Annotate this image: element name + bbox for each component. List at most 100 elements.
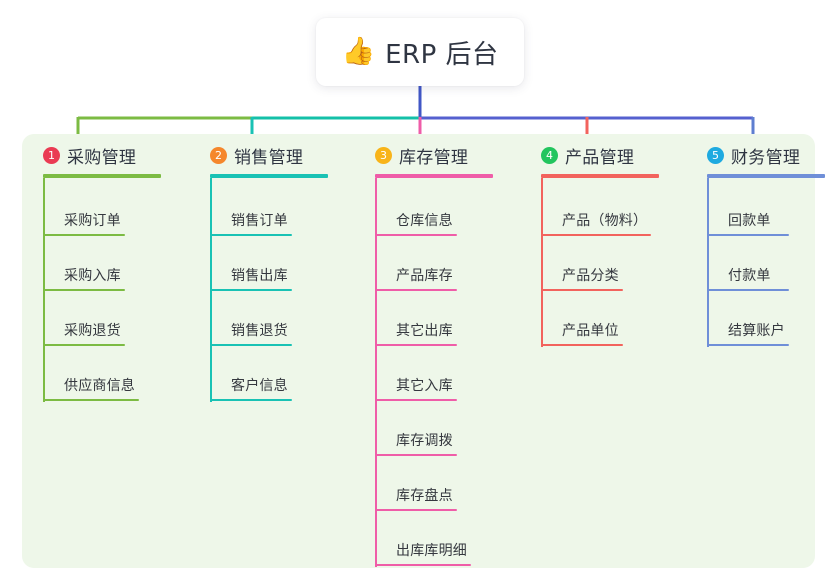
column-items-1: 采购订单采购入库采购退货供应商信息 (30, 178, 180, 404)
list-item-rule (43, 399, 139, 401)
thumbs-up-icon: 👍 (341, 35, 376, 67)
list-item-label: 采购订单 (64, 213, 121, 229)
column-items-2: 销售订单销售出库销售退货客户信息 (197, 178, 347, 404)
list-item-rule (43, 289, 125, 291)
list-item-label: 其它出库 (396, 323, 453, 339)
list-item-rule (210, 234, 292, 236)
list-item-label: 结算账户 (728, 323, 785, 339)
column-4: 4 产品管理产品（物料） 产品分类产品单位 (528, 140, 683, 349)
list-item[interactable]: 仓库信息 (362, 184, 512, 239)
list-item-rule (210, 399, 292, 401)
column-header-2[interactable]: 2 销售管理 (197, 140, 347, 170)
list-item[interactable]: 出库库明细 (362, 514, 512, 569)
list-item-rule (375, 344, 457, 346)
column-badge-2: 2 (210, 146, 227, 164)
list-item-rule (707, 344, 789, 346)
list-item-rule (43, 344, 125, 346)
list-item[interactable]: 结算账户 (694, 294, 839, 349)
list-item-label: 库存调拨 (396, 433, 453, 449)
list-item[interactable]: 销售订单 (197, 184, 347, 239)
list-item[interactable]: 产品单位 (528, 294, 683, 349)
list-item-label: 产品分类 (562, 268, 619, 284)
list-item-label: 付款单 (728, 268, 771, 284)
column-badge-5: 5 (707, 146, 724, 164)
list-item[interactable]: 其它出库 (362, 294, 512, 349)
column-title-4: 产品管理 (565, 147, 635, 168)
column-items-5: 回款单付款单结算账户 (694, 178, 839, 349)
column-5: 5 财务管理回款单付款单结算账户 (694, 140, 839, 349)
list-item-rule (210, 344, 292, 346)
column-header-rule-1 (43, 174, 161, 178)
column-spine-1 (43, 178, 45, 402)
list-item[interactable]: 其它入库 (362, 349, 512, 404)
list-item-label: 供应商信息 (64, 378, 135, 394)
column-header-3[interactable]: 3 库存管理 (362, 140, 512, 170)
column-header-rule-2 (210, 174, 328, 178)
list-item[interactable]: 付款单 (694, 239, 839, 294)
list-item[interactable]: 回款单 (694, 184, 839, 239)
list-item-label: 采购入库 (64, 268, 121, 284)
list-item[interactable]: 库存盘点 (362, 459, 512, 514)
list-item[interactable]: 采购订单 (30, 184, 180, 239)
list-item-rule (541, 289, 623, 291)
column-header-rule-4 (541, 174, 659, 178)
list-item-rule (375, 564, 471, 566)
list-item-rule (375, 399, 457, 401)
list-item-label: 产品单位 (562, 323, 619, 339)
list-item-rule (375, 234, 457, 236)
column-badge-3: 3 (375, 146, 392, 164)
list-item-label: 其它入库 (396, 378, 453, 394)
column-3: 3 库存管理仓库信息产品库存其它出库其它入库库存调拨库存盘点出库库明细 (362, 140, 512, 569)
list-item[interactable]: 客户信息 (197, 349, 347, 404)
list-item[interactable]: 采购入库 (30, 239, 180, 294)
column-badge-1: 1 (43, 146, 60, 164)
list-item-label: 销售退货 (231, 323, 288, 339)
list-item-label: 产品（物料） (562, 213, 648, 229)
column-header-5[interactable]: 5 财务管理 (694, 140, 839, 170)
column-header-rule-3 (375, 174, 493, 178)
list-item-rule (707, 234, 789, 236)
column-items-4: 产品（物料） 产品分类产品单位 (528, 178, 683, 349)
column-header-4[interactable]: 4 产品管理 (528, 140, 683, 170)
column-spine-3 (375, 178, 377, 567)
list-item-rule (541, 344, 623, 346)
list-item-label: 客户信息 (231, 378, 288, 394)
list-item[interactable]: 销售出库 (197, 239, 347, 294)
list-item-rule (375, 509, 457, 511)
column-spine-2 (210, 178, 212, 402)
list-item-rule (375, 454, 457, 456)
list-item-rule (375, 289, 457, 291)
content-panel (22, 134, 815, 568)
column-badge-4: 4 (541, 146, 558, 164)
list-item[interactable]: 供应商信息 (30, 349, 180, 404)
list-item-rule (210, 289, 292, 291)
list-item-rule (43, 234, 125, 236)
column-spine-4 (541, 178, 543, 347)
list-item[interactable]: 产品分类 (528, 239, 683, 294)
column-title-2: 销售管理 (234, 147, 304, 168)
list-item-label: 产品库存 (396, 268, 453, 284)
list-item-label: 回款单 (728, 213, 771, 229)
column-items-3: 仓库信息产品库存其它出库其它入库库存调拨库存盘点出库库明细 (362, 178, 512, 569)
list-item[interactable]: 产品库存 (362, 239, 512, 294)
list-item[interactable]: 产品（物料） (528, 184, 683, 239)
list-item[interactable]: 采购退货 (30, 294, 180, 349)
column-title-3: 库存管理 (399, 147, 469, 168)
root-node[interactable]: 👍 ERP 后台 (316, 18, 524, 86)
list-item[interactable]: 库存调拨 (362, 404, 512, 459)
list-item-label: 库存盘点 (396, 488, 453, 504)
list-item-rule (541, 234, 651, 236)
list-item-label: 销售出库 (231, 268, 288, 284)
column-title-1: 采购管理 (67, 147, 137, 168)
column-title-5: 财务管理 (731, 147, 801, 168)
list-item-label: 销售订单 (231, 213, 288, 229)
column-header-1[interactable]: 1 采购管理 (30, 140, 180, 170)
column-2: 2 销售管理销售订单销售出库销售退货客户信息 (197, 140, 347, 404)
list-item[interactable]: 销售退货 (197, 294, 347, 349)
column-spine-5 (707, 178, 709, 347)
list-item-label: 出库库明细 (396, 543, 467, 559)
column-1: 1 采购管理采购订单采购入库采购退货供应商信息 (30, 140, 180, 404)
list-item-label: 采购退货 (64, 323, 121, 339)
